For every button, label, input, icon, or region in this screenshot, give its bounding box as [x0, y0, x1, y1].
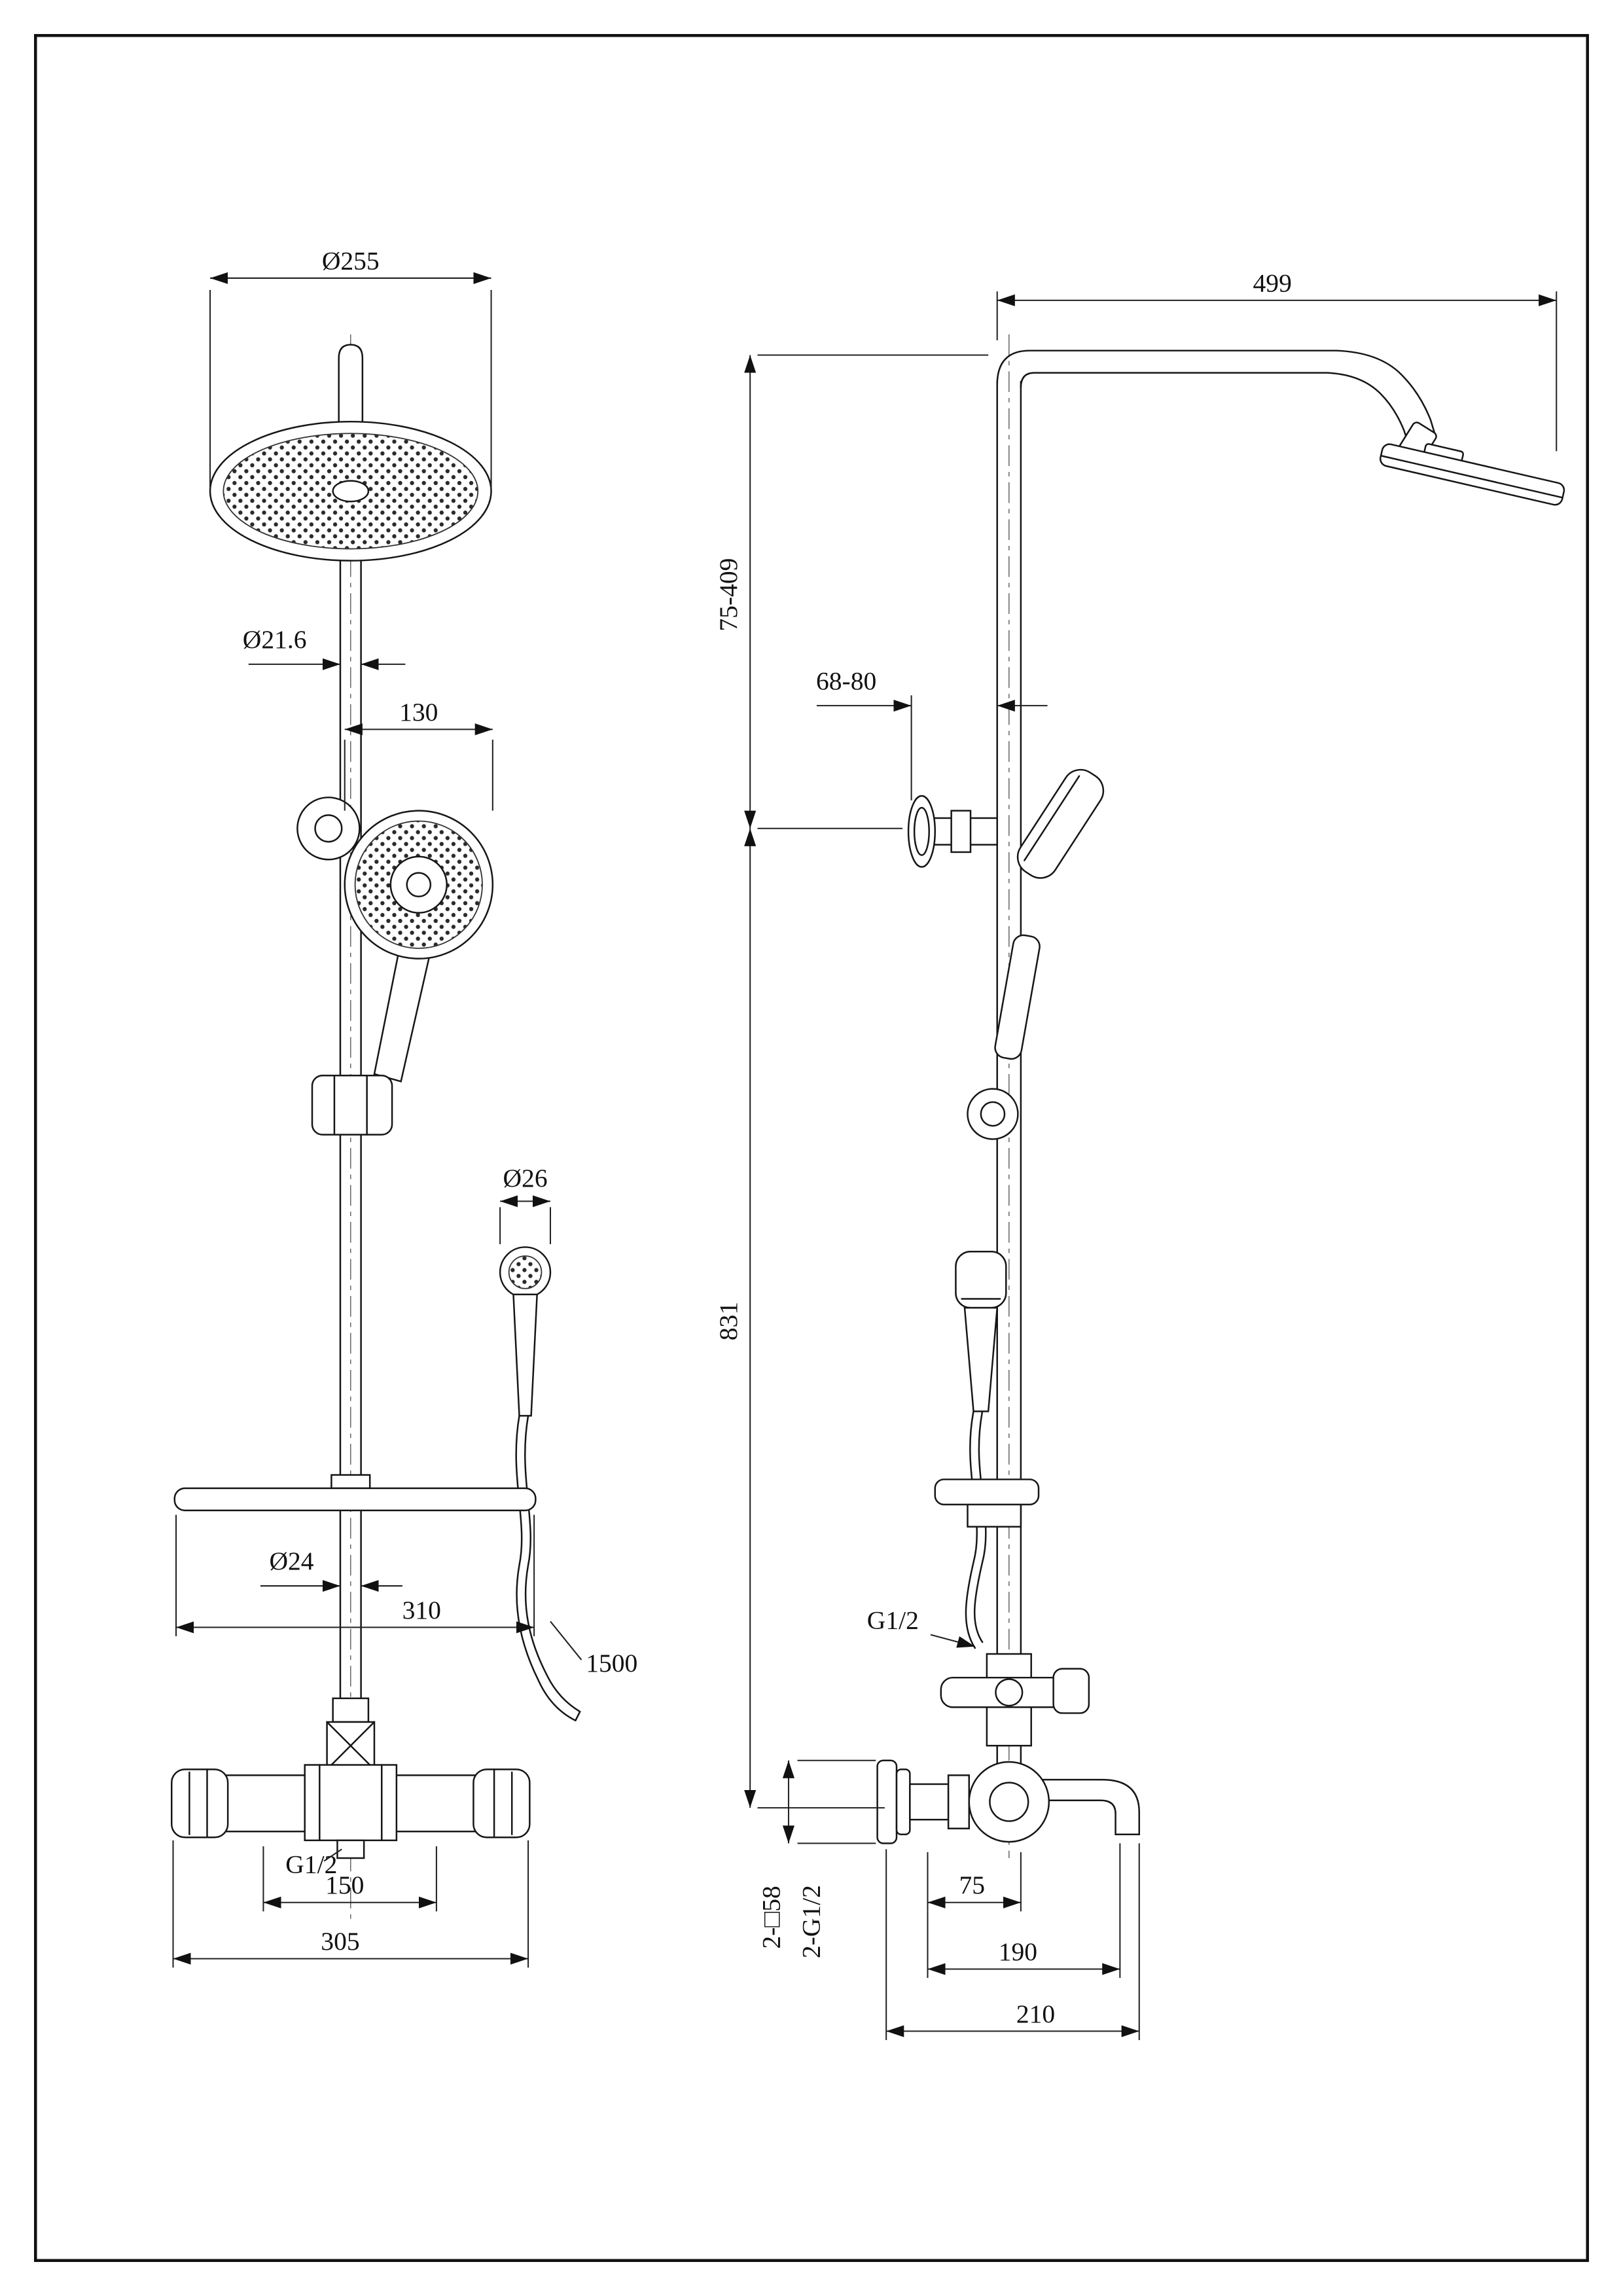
- dim-shelf-width-label: 310: [402, 1596, 441, 1624]
- dim-spout-reach: 190: [927, 1843, 1121, 1979]
- dim-upper-travel-label: 75-409: [714, 558, 743, 632]
- dim-spout-reach-label: 190: [999, 1937, 1037, 1966]
- dim-bracket-offset-label: 68-80: [816, 666, 876, 695]
- page-border: [33, 33, 1590, 2263]
- hand-shower-handle: [373, 950, 432, 1083]
- dim-hand-shower-diameter: 130: [344, 698, 493, 811]
- dim-hand-shower-diameter-label: 130: [399, 698, 438, 726]
- front-supply-fitting: [326, 1697, 376, 1770]
- tub-spout: [1042, 1778, 1140, 1836]
- dim-arm-reach: 499: [996, 268, 1558, 452]
- dim-head-diameter: Ø255: [209, 246, 492, 488]
- dim-overall-depth: 210: [885, 1843, 1140, 2040]
- dim-shelf-width: 310: [175, 1515, 535, 1636]
- dim-mixer-width: 305: [172, 1840, 529, 1968]
- dim-lower-pipe-diameter-label: Ø24: [269, 1547, 313, 1575]
- dim-spout-center: 75: [927, 1852, 1022, 1912]
- side-shower-head: [1380, 443, 1565, 506]
- label-hose-length: 1500: [550, 1621, 637, 1677]
- front-shelf: [173, 1474, 537, 1512]
- side-hand-shower: [967, 768, 1105, 1140]
- label-connection-thread: 2-G1/2: [796, 1885, 825, 1958]
- side-diverter: [940, 1653, 1090, 1747]
- front-bidet-sprayer: [499, 1246, 581, 1721]
- dim-flange-square-label: 2-□58: [757, 1886, 785, 1948]
- side-view: 499 75-409 68-80 831 G1/2 2-□58: [714, 268, 1565, 2040]
- label-hose-length-text: 1500: [586, 1649, 637, 1677]
- dim-riser-diameter-label: Ø21.6: [243, 625, 307, 654]
- dim-overall-depth-label: 210: [1016, 2000, 1055, 2028]
- front-riser-pipe: [339, 560, 362, 1774]
- wall-flange: [876, 1759, 898, 1844]
- dim-column-height-label: 831: [714, 1302, 743, 1340]
- label-outlet-thread: G1/2: [285, 1848, 342, 1879]
- dim-bracket-offset: 68-80: [816, 666, 1048, 800]
- front-view: Ø255 Ø21.6 130 Ø26 Ø24 3: [170, 246, 637, 1968]
- front-hand-shower: [296, 797, 494, 1136]
- label-outlet-thread-text: G1/2: [285, 1850, 337, 1879]
- side-wall-bracket: [907, 795, 998, 868]
- label-inlet-thread: G1/2: [867, 1606, 976, 1648]
- front-shower-head: [209, 344, 492, 562]
- dim-spout-center-label: 75: [959, 1871, 986, 1899]
- side-column-pipe: [996, 380, 1022, 1765]
- side-top-arm: [996, 350, 1565, 506]
- dim-sprayer-diameter-label: Ø26: [503, 1164, 547, 1193]
- sprayer-hose: [515, 1414, 577, 1721]
- label-inlet-thread-text: G1/2: [867, 1606, 919, 1635]
- dim-head-diameter-label: Ø255: [322, 246, 380, 275]
- dim-inlet-spacing: 150: [262, 1846, 437, 1912]
- dim-arm-reach-label: 499: [1253, 268, 1292, 297]
- dim-column-height: 831: [714, 828, 885, 1809]
- dim-sprayer-diameter: Ø26: [499, 1164, 552, 1244]
- dim-inlet-spacing-label: 150: [325, 1871, 364, 1899]
- dim-mixer-width-label: 305: [321, 1927, 359, 1956]
- dim-flange-square: 2-□58 2-G1/2: [757, 1759, 876, 1958]
- dim-lower-pipe-diameter: Ø24: [260, 1547, 402, 1592]
- slider-bracket: [311, 1075, 393, 1136]
- dim-riser-diameter: Ø21.6: [243, 625, 406, 670]
- dim-upper-travel: 75-409: [714, 354, 989, 829]
- side-bidet-sprayer: [955, 1250, 1007, 1649]
- side-shelf: [934, 1479, 1040, 1528]
- front-mixer-body: [170, 1764, 531, 1859]
- side-mixer: [876, 1759, 1140, 1844]
